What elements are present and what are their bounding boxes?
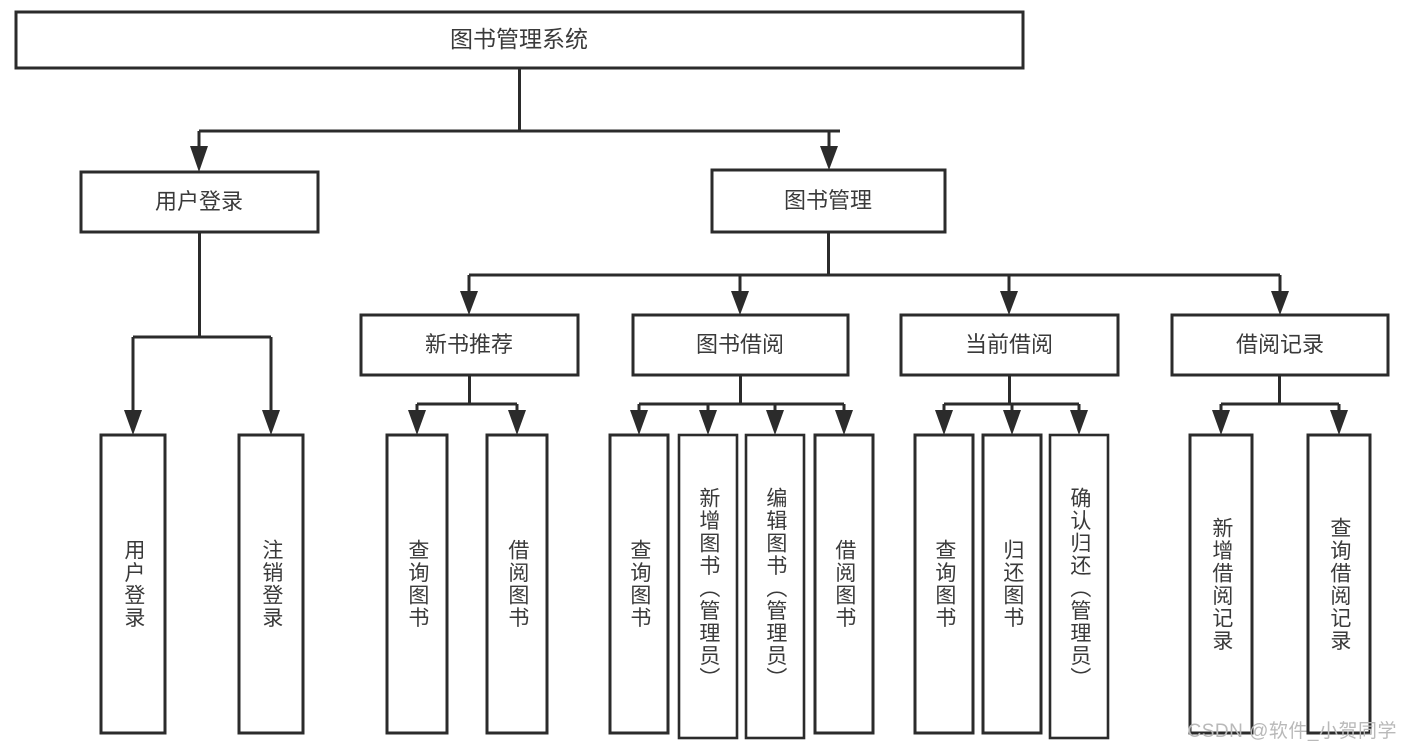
leaf-boxes-group xyxy=(99,433,1372,740)
leaf-box-add-record xyxy=(1188,433,1254,735)
connector-current-to-leaves xyxy=(935,375,1088,435)
node-book-borrow-label: 图书借阅 xyxy=(696,332,784,357)
leaf-box-query-book-2 xyxy=(608,433,670,735)
leaf-box-confirm-return xyxy=(1048,433,1110,740)
connector-bookmgmt-to-level3 xyxy=(460,232,1289,315)
node-new-book-recommend-label: 新书推荐 xyxy=(425,332,513,357)
node-user-login-label: 用户登录 xyxy=(155,189,243,214)
leaf-box-borrow-book-1 xyxy=(485,433,549,735)
node-book-management-label: 图书管理 xyxy=(784,188,872,213)
node-borrow-record[interactable]: 借阅记录 xyxy=(1170,313,1390,377)
node-current-borrow[interactable]: 当前借阅 xyxy=(899,313,1120,377)
node-book-management[interactable]: 图书管理 xyxy=(710,168,947,234)
connector-root-to-level2 xyxy=(190,68,840,172)
node-root[interactable]: 图书管理系统 xyxy=(14,10,1025,70)
leaf-box-add-book xyxy=(677,433,739,740)
connector-record-to-leaves xyxy=(1212,375,1348,435)
node-book-borrow[interactable]: 图书借阅 xyxy=(631,313,850,377)
leaf-box-logout xyxy=(237,433,305,735)
connector-userlogin-to-leaves xyxy=(124,232,280,435)
leaf-box-user-login xyxy=(99,433,167,735)
leaf-box-edit-book xyxy=(744,433,806,740)
connector-newbook-to-leaves xyxy=(408,375,526,435)
node-user-login[interactable]: 用户登录 xyxy=(79,170,320,234)
leaf-box-query-record xyxy=(1306,433,1372,735)
connector-borrow-to-leaves xyxy=(630,375,853,435)
leaf-box-query-book-1 xyxy=(385,433,449,735)
leaf-box-return-book xyxy=(981,433,1043,735)
node-new-book-recommend[interactable]: 新书推荐 xyxy=(359,313,580,377)
node-root-label: 图书管理系统 xyxy=(450,26,588,52)
csdn-watermark: CSDN @软件_小贺同学 xyxy=(1187,721,1397,742)
node-borrow-record-label: 借阅记录 xyxy=(1236,332,1324,357)
leaf-box-borrow-book-2 xyxy=(813,433,875,735)
leaf-box-query-book-3 xyxy=(913,433,975,735)
node-current-borrow-label: 当前借阅 xyxy=(965,332,1053,357)
